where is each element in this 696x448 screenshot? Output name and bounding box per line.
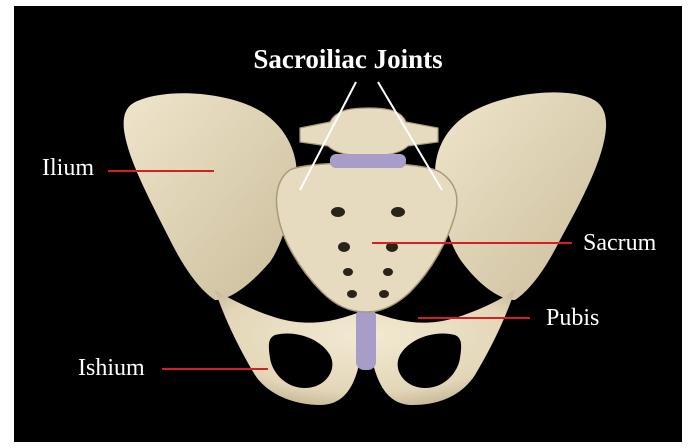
pubic-symphysis bbox=[356, 308, 376, 370]
right-ilium bbox=[435, 92, 606, 300]
label-sacrum: Sacrum bbox=[583, 231, 656, 255]
intervertebral-disc bbox=[330, 154, 406, 168]
label-ishium: Ishium bbox=[78, 356, 145, 380]
diagram-title: Sacroiliac Joints bbox=[0, 46, 696, 73]
left-ilium bbox=[124, 93, 297, 300]
label-ilium: Ilium bbox=[42, 156, 94, 180]
label-pubis: Pubis bbox=[546, 306, 599, 330]
